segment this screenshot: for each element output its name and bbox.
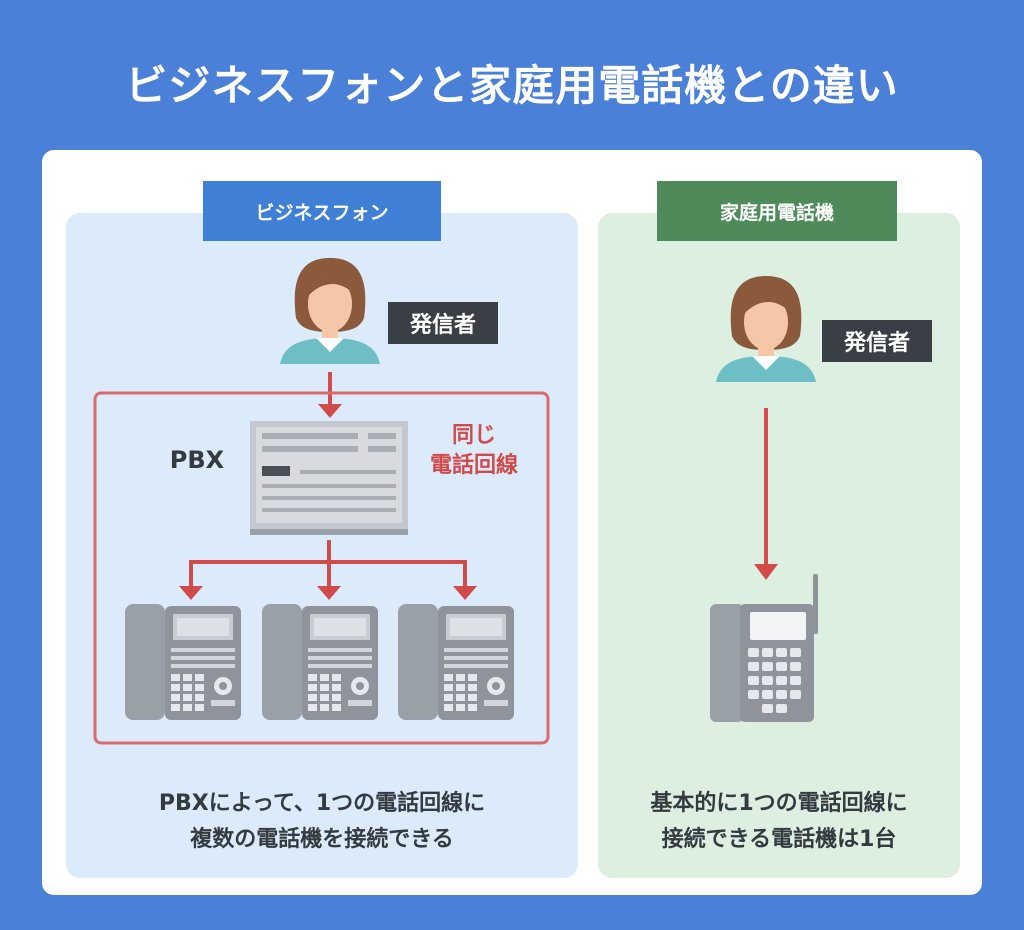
business-phone-3-icon [398, 604, 514, 720]
home-caption-line-1: 基本的に1つの電話回線に [650, 791, 908, 816]
pbx-label: PBX [169, 446, 225, 474]
business-phone-2-icon [262, 604, 378, 720]
business-phone-1-icon [125, 604, 241, 720]
caller-avatar-business [280, 258, 380, 364]
business-caption-line-2: 複数の電話機を接続できる [190, 827, 454, 852]
pbx-unit-icon [250, 421, 408, 535]
caller-avatar-home [716, 276, 816, 382]
home-phone-heading: 家庭用電話機 [657, 181, 897, 241]
home-caption-line-2: 接続できる電話機は1台 [661, 827, 897, 852]
distribution-arrows [179, 540, 477, 600]
same-line-label-1: 同じ [451, 423, 496, 448]
home-phone-caption: 基本的に1つの電話回線に 接続できる電話機は1台 [598, 786, 960, 858]
same-line-label-2: 電話回線 [429, 453, 518, 478]
caller-label-home: 発信者 [822, 320, 932, 362]
arrow-caller-to-pbx-head [318, 404, 342, 418]
page-title: ビジネスフォンと家庭用電話機との違い [125, 61, 899, 110]
same-line-label: 同じ 電話回線 [412, 421, 536, 481]
business-phone-heading: ビジネスフォン [203, 181, 441, 241]
home-phone-icon [710, 574, 818, 722]
same-line-frame [93, 391, 550, 745]
arrow-caller-to-home-phone-head [754, 564, 778, 580]
business-caption-line-1: PBXによって、1つの電話回線に [158, 791, 486, 816]
business-phone-caption: PBXによって、1つの電話回線に 複数の電話機を接続できる [66, 786, 578, 858]
caller-label-business: 発信者 [388, 302, 498, 344]
